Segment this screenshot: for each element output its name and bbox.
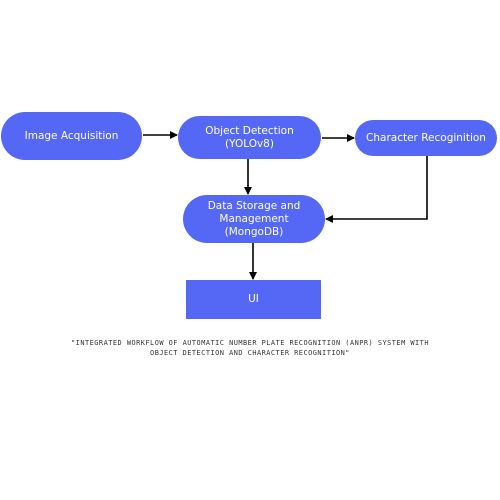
node-object-detection: Object Detection (YOLOv8) — [178, 116, 321, 159]
node-ui: UI — [186, 280, 321, 319]
diagram-caption: "INTEGRATED WORKFLOW OF AUTOMATIC NUMBER… — [71, 339, 429, 357]
node-data-storage: Data Storage and Management (MongoDB) — [183, 195, 325, 243]
node-image-acquisition: Image Acquisition — [1, 112, 142, 160]
arrow-recognition-to-storage — [325, 156, 428, 223]
node-character-recognition: Character Recoginition — [355, 120, 497, 156]
